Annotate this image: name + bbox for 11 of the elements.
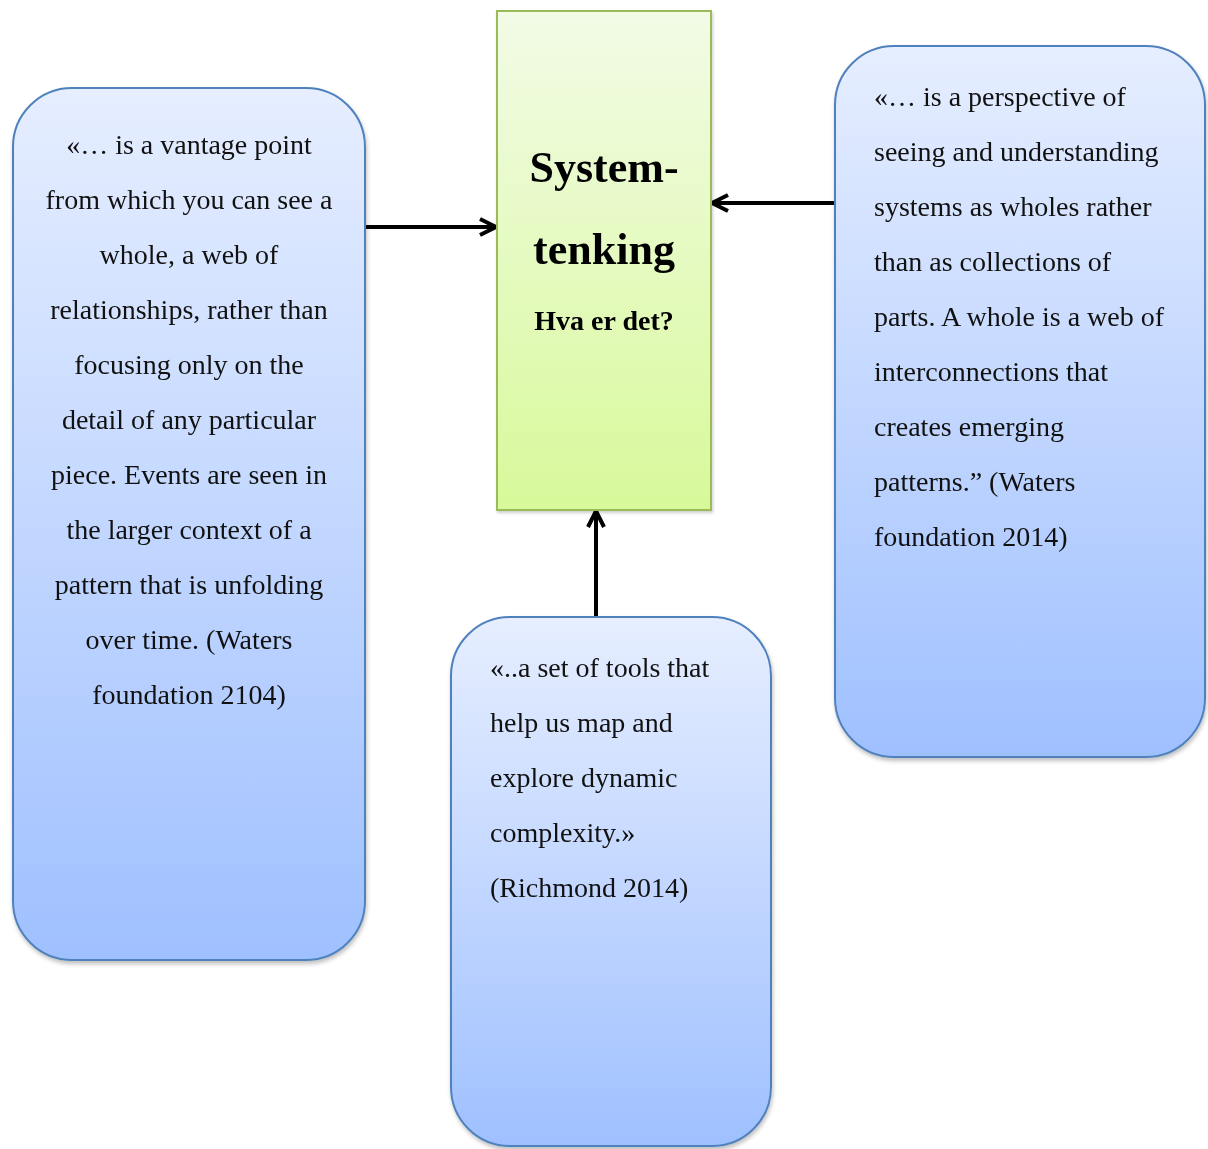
quote-box — [12, 87, 366, 961]
title-box — [496, 10, 712, 511]
quote-box — [450, 616, 772, 1147]
quote-text: «..a set of tools that help us map and explore dynamic complexity.» (Richmond 2014) — [490, 651, 711, 905]
arrow — [366, 217, 498, 237]
quote-box — [834, 45, 1206, 758]
quote-text: «… is a vantage point from which you can see a whole, a web of relationships, rather than focusing only on the detail of any particular piece. Events are seen in the larger context of a pattern that is unfolding over time. (Waters foundation 2104) — [44, 128, 334, 712]
arrow — [586, 509, 606, 616]
quote-text: «… is a perspective of seeing and understanding systems as wholes rather than as collections of parts. A whole is a web of interconnections that creates emerging patterns.” (Waters foundation 2014) — [874, 80, 1166, 554]
title-text: System- tenking — [528, 142, 680, 276]
subtitle-text: Hva er det? — [533, 305, 675, 337]
